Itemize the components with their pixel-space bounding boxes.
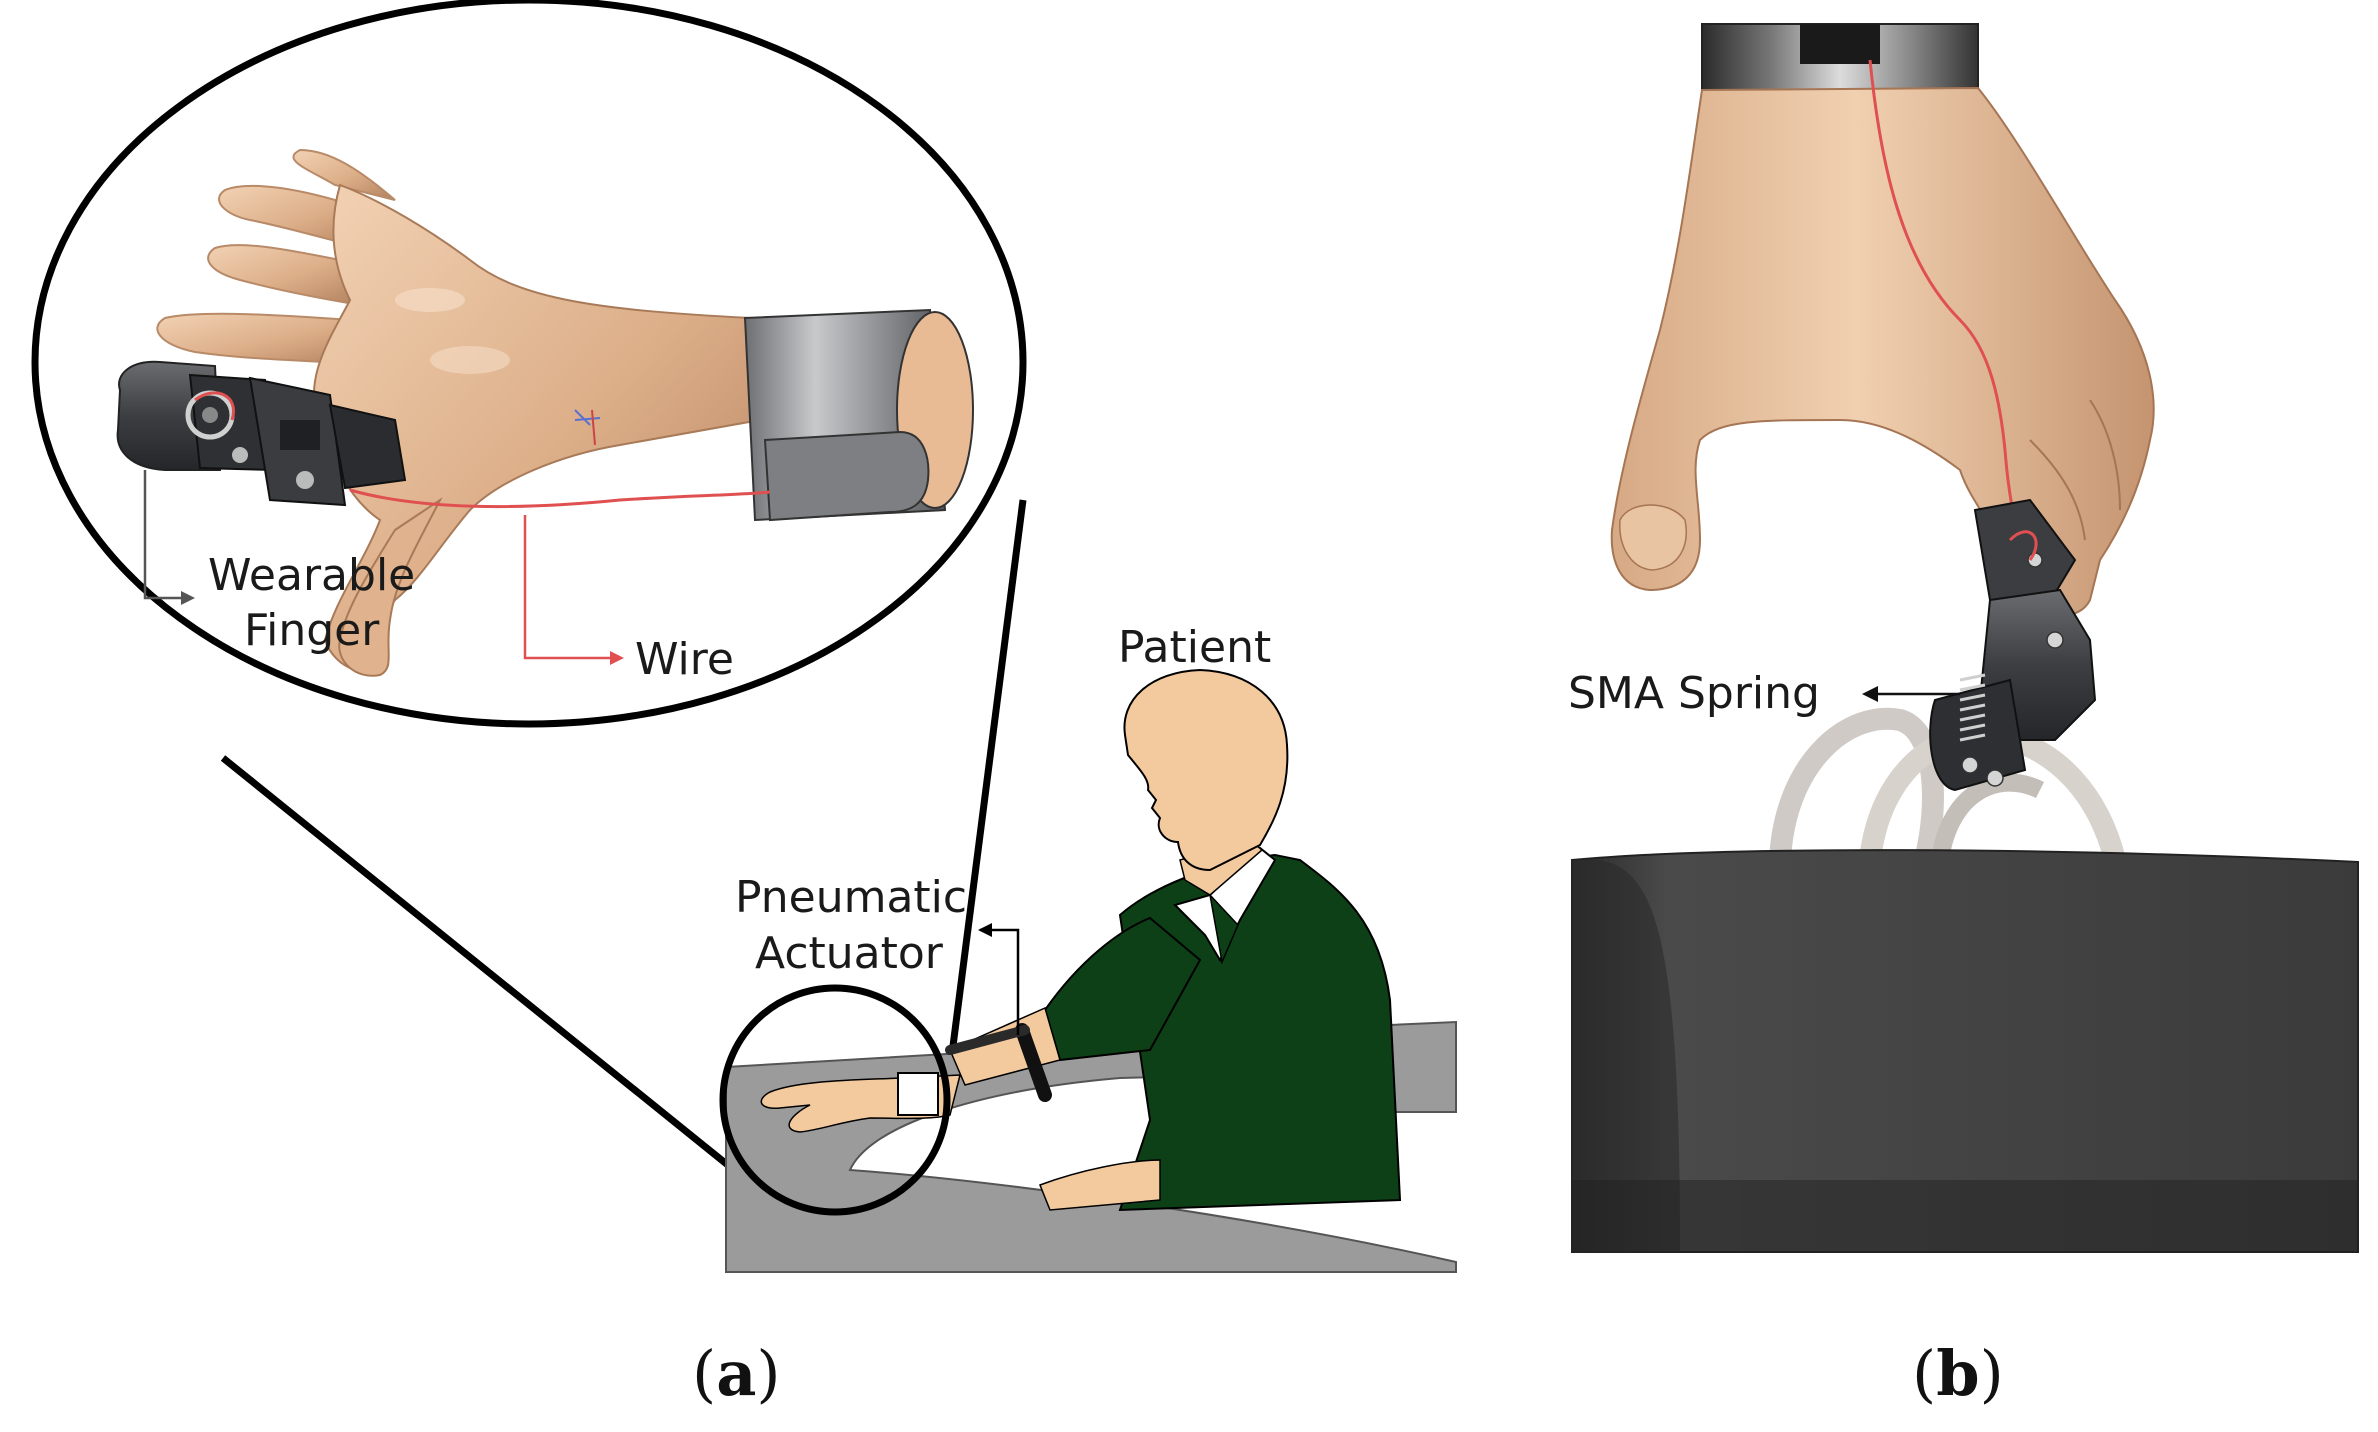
pneumatic-pointer [978,923,1020,1035]
sma-spring-label: SMA Spring [1568,668,1820,719]
shirt-sleeve [1043,916,1202,1062]
wearable-finger-label-line1: Wearable [208,550,415,601]
sma-spring [1959,673,1986,742]
pneumatic-actuator-label-line1: Pneumatic [735,872,967,923]
caption-b: (b) [1912,1337,2004,1410]
panel-a: Wearable Finger Wire Patient Pneumatic A… [31,0,1457,1410]
wire [349,488,771,509]
zoom-connector-left [220,755,737,1173]
zoom-source-circle [719,984,951,1216]
patient-label: Patient [1118,622,1271,673]
wrist-cuff [743,308,974,522]
hand-render [156,148,762,677]
caption-b-close: ) [1980,1337,2004,1410]
wrist-cuff-b [1701,23,1979,91]
wearable-finger-device [116,360,407,507]
wearable-finger-pointer [143,470,195,605]
shirt [1118,853,1402,1212]
wearable-finger-device-b [1929,498,2097,792]
wire-label: Wire [635,634,734,685]
wire-pointer [523,515,624,665]
pneumatic-actuator-label-line2: Actuator [755,928,944,979]
zoom-connector-right [944,499,1027,1086]
caption-b-letter: b [1936,1337,1979,1410]
caption-a-open: ( [692,1337,716,1410]
caption-a-close: ) [756,1337,780,1410]
caption-a-letter: a [716,1337,756,1410]
caption-a: (a) [692,1337,781,1410]
caption-b-open: ( [1912,1337,1936,1410]
patient-head [1123,668,1289,872]
sma-spring-pointer [1862,686,1960,702]
zoom-inset-outline [31,0,1027,728]
patient-figure [760,668,1402,1212]
panel-b: SMA Spring (b) [1568,23,2359,1410]
hand-render-b [1610,59,2155,616]
shopping-bag [1571,849,2359,1253]
wire-b [1868,59,2027,561]
wearable-finger-label-line2: Finger [244,605,380,656]
zoom-inset [31,0,1027,728]
